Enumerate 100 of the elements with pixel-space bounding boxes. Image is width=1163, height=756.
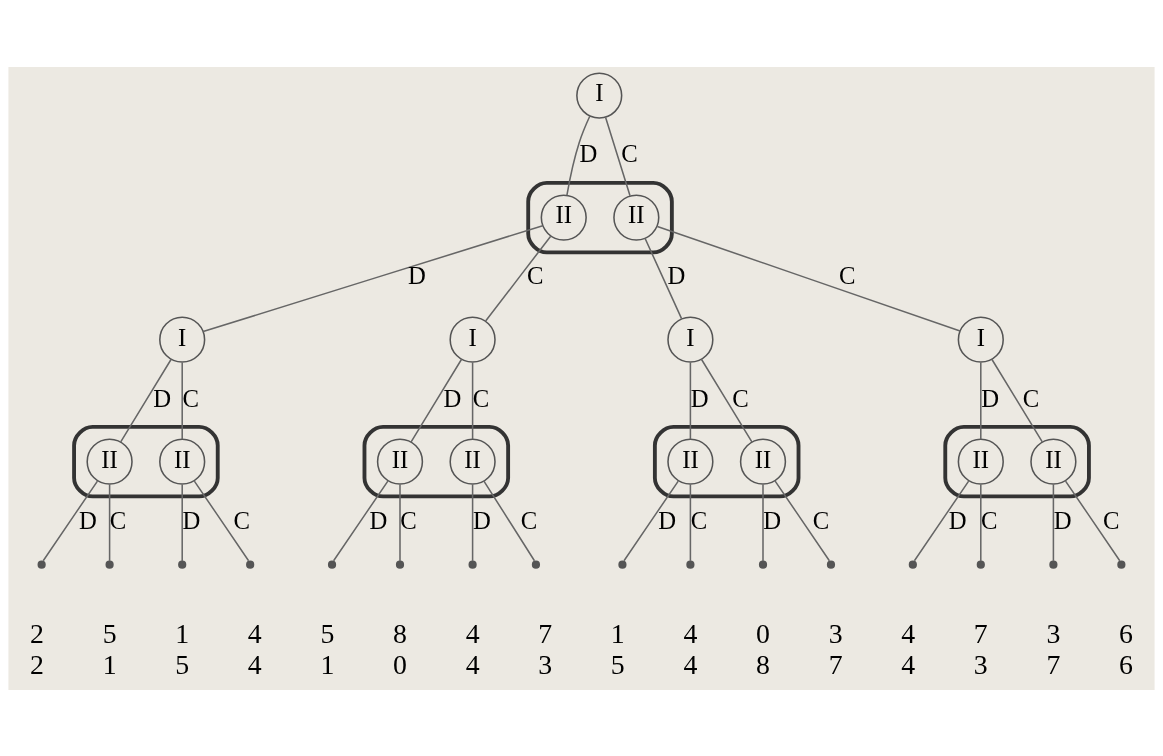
node-circle: II: [957, 438, 1004, 485]
connector: [623, 479, 679, 561]
connector: [471, 361, 474, 440]
connector: [202, 224, 544, 332]
edge-label: D: [667, 261, 686, 289]
edge-label: D: [579, 139, 598, 167]
node-label: 4: [465, 617, 480, 649]
connector: [604, 116, 631, 197]
edge-label: D: [981, 384, 999, 412]
node-circle: I: [449, 315, 496, 363]
connector: [193, 479, 250, 561]
edge-label: C: [520, 506, 538, 534]
node-circle: II: [376, 438, 424, 485]
node-circle: I: [667, 315, 714, 363]
node-dot: [758, 560, 768, 569]
node-circle: II: [739, 438, 787, 485]
node-label: 7: [538, 617, 553, 649]
connector: [774, 479, 831, 561]
node-dot: [395, 560, 405, 569]
node-label: 4: [247, 648, 262, 680]
connector: [762, 483, 764, 562]
node-dot: [908, 560, 917, 569]
connector: [181, 483, 183, 562]
edge-label: D: [369, 506, 388, 534]
node-dot: [1049, 560, 1058, 569]
edge-label: C: [981, 506, 998, 534]
edge-label: C: [233, 506, 250, 534]
connector: [689, 361, 692, 440]
cluster: [362, 424, 511, 498]
node-dot: [105, 560, 114, 569]
node-label: 2: [30, 648, 44, 680]
node-label: 8: [393, 617, 407, 649]
node-dot: [531, 560, 541, 569]
node-label: 1: [102, 648, 117, 680]
connector: [119, 357, 172, 443]
node-label: 3: [973, 648, 988, 680]
connector: [913, 479, 970, 561]
connector: [1064, 479, 1121, 561]
edge-label: C: [812, 506, 830, 534]
cluster: [526, 180, 674, 254]
node-label: 4: [683, 648, 698, 680]
connector: [689, 483, 692, 562]
edge-label: C: [621, 139, 638, 167]
connector: [42, 479, 99, 561]
edge-label: C: [732, 384, 749, 412]
edge-label: D: [690, 384, 709, 412]
node-label: 3: [1046, 617, 1061, 649]
node-circle: II: [86, 438, 133, 485]
edge-label: D: [472, 506, 491, 534]
node-label: 1: [610, 617, 625, 649]
node-label: 5: [610, 648, 625, 680]
cluster: [652, 424, 801, 498]
node-circle: II: [540, 193, 587, 241]
node-circle: II: [1030, 438, 1077, 485]
node-circle: I: [957, 315, 1004, 363]
connector: [566, 115, 591, 196]
node-dot: [37, 560, 46, 569]
connector: [1052, 483, 1055, 562]
node-dot: [468, 560, 477, 569]
edge-label: C: [838, 261, 856, 289]
node-label: 0: [393, 648, 407, 680]
node-label: 4: [683, 617, 698, 649]
node-circle: II: [449, 438, 496, 485]
edge-label: D: [658, 506, 677, 534]
connector: [656, 225, 961, 332]
node-label: 2: [30, 617, 44, 649]
edge-label: D: [948, 506, 967, 534]
edge-label: D: [1053, 506, 1072, 534]
node-circle: II: [159, 438, 206, 485]
node-dot: [976, 560, 985, 569]
edge-label: C: [1103, 506, 1120, 534]
node-dot: [327, 560, 337, 569]
node-label: 4: [247, 617, 262, 649]
node-label: 4: [465, 648, 480, 680]
connector: [332, 479, 389, 561]
connector: [991, 357, 1044, 443]
connector: [108, 483, 111, 562]
edge-label: D: [153, 384, 172, 412]
edge-label: D: [408, 261, 426, 289]
node-dot: [826, 560, 836, 569]
edge-label: D: [443, 384, 462, 412]
connector: [700, 357, 753, 443]
edge-label: C: [400, 506, 417, 534]
node-label: 0: [756, 617, 770, 649]
node-circle: I: [576, 71, 623, 119]
node-label: 5: [320, 617, 335, 649]
node-label: 6: [1119, 648, 1133, 680]
node-label: 5: [175, 648, 190, 680]
node-label: 8: [756, 648, 770, 680]
node-dot: [1117, 560, 1126, 569]
node-label: 3: [538, 648, 553, 680]
connector: [471, 483, 474, 562]
node-dot: [178, 560, 187, 569]
node-label: 7: [973, 617, 988, 649]
edge-label: C: [690, 506, 708, 534]
node-circle: II: [613, 193, 660, 241]
connector: [484, 234, 552, 322]
connector: [483, 479, 536, 561]
connector: [980, 361, 982, 440]
edge-label: C: [1022, 384, 1040, 412]
